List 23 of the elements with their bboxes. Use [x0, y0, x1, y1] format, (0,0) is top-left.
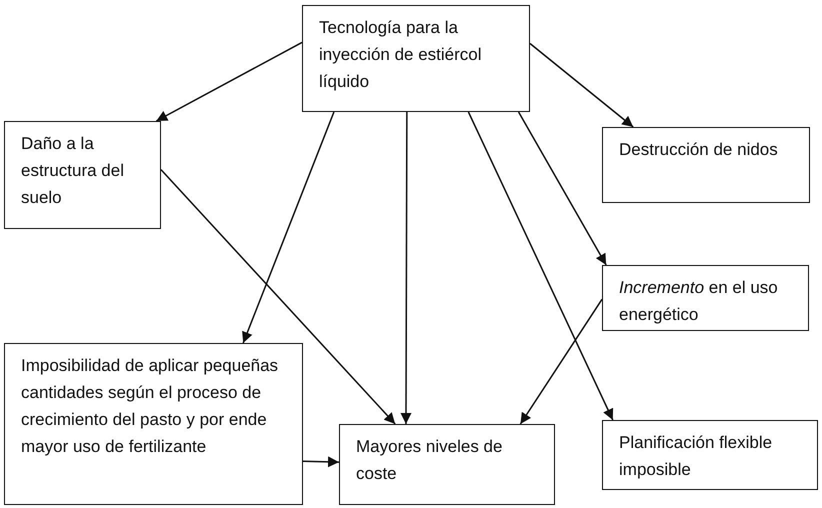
arrow	[156, 42, 302, 122]
text-box	[602, 420, 818, 490]
box-text: Planificación flexible imposible	[619, 432, 774, 481]
box-text: Mayores niveles de coste	[356, 436, 504, 485]
text-box	[339, 424, 555, 505]
text-box	[602, 265, 809, 331]
text-box	[302, 5, 530, 112]
box-text: Incremento en el uso energético	[619, 277, 779, 326]
arrow	[160, 169, 396, 424]
text-box	[602, 127, 810, 203]
arrow	[468, 112, 614, 420]
box-text: Daño a la estructura del suelo	[21, 133, 125, 209]
box-text: Destrucción de nidos	[619, 139, 779, 161]
box-text: Tecnología para la inyección de estiércol líquido	[319, 17, 483, 93]
arrow	[520, 298, 603, 424]
box-text: Imposibilidad de aplicar pequeñas cantidades según el proceso de crecimiento del pasto y por ende mayor uso de fertilizante	[21, 355, 280, 458]
text-box	[4, 343, 303, 505]
arrow	[530, 42, 634, 128]
arrow	[400, 112, 412, 424]
arrow	[242, 112, 335, 344]
arrow	[518, 112, 607, 266]
arrow	[302, 456, 340, 468]
text-box	[4, 121, 161, 229]
